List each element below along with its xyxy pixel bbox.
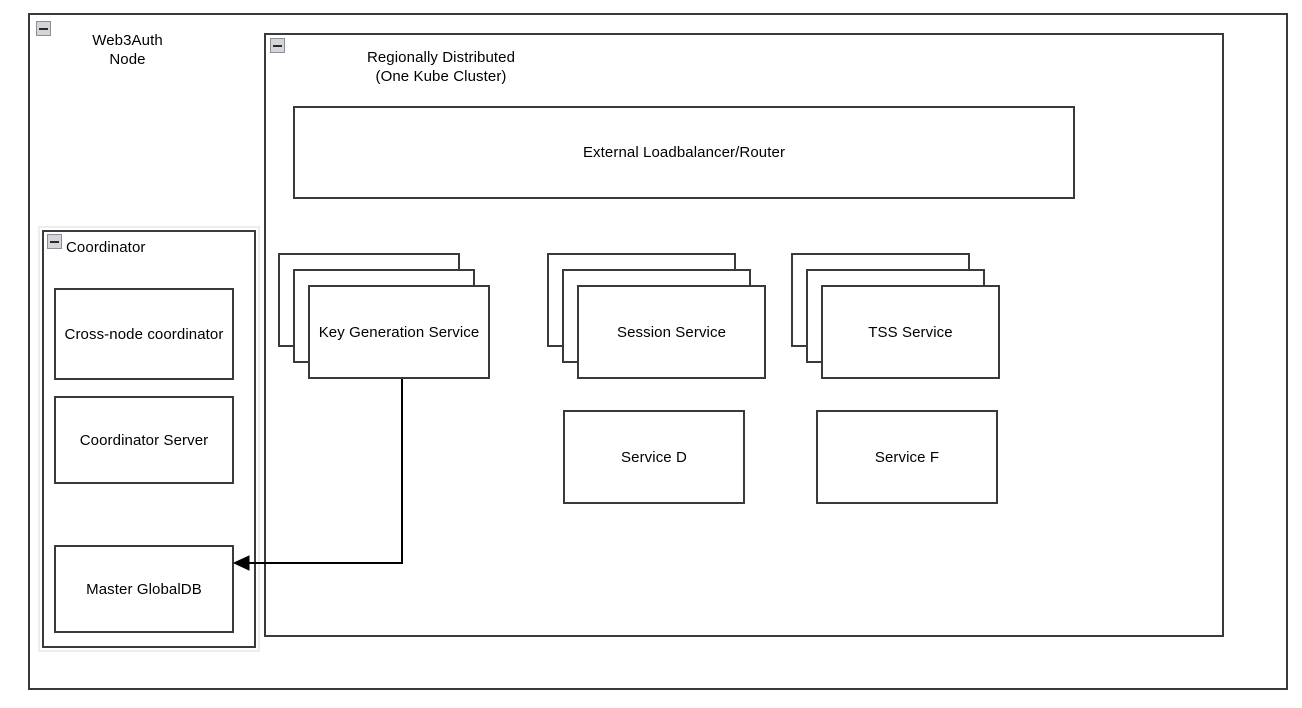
cross-node-coordinator-box[interactable]: [54, 288, 234, 380]
web3auth-node-collapse-icon[interactable]: [36, 21, 51, 36]
session-service-stack[interactable]: Session Service: [547, 253, 766, 379]
service-d-box[interactable]: [563, 410, 745, 504]
key-generation-service-card-front[interactable]: [308, 285, 490, 379]
coordinator-title: Coordinator: [66, 239, 146, 256]
coordinator-server-box[interactable]: [54, 396, 234, 484]
tss-service-stack[interactable]: TSS Service: [791, 253, 1000, 379]
service-f-box[interactable]: [816, 410, 998, 504]
external-loadbalancer-box[interactable]: [293, 106, 1075, 199]
coordinator-collapse-icon[interactable]: [47, 234, 62, 249]
kube-cluster-title: Regionally Distributed (One Kube Cluster…: [366, 49, 516, 85]
tss-service-card-front[interactable]: [821, 285, 1000, 379]
kube-cluster-collapse-icon[interactable]: [270, 38, 285, 53]
session-service-card-front[interactable]: [577, 285, 766, 379]
master-globaldb-box[interactable]: [54, 545, 234, 633]
web3auth-node-title: Web3Auth Node: [92, 32, 163, 68]
key-generation-service-stack[interactable]: Key Generation Service: [278, 253, 490, 379]
